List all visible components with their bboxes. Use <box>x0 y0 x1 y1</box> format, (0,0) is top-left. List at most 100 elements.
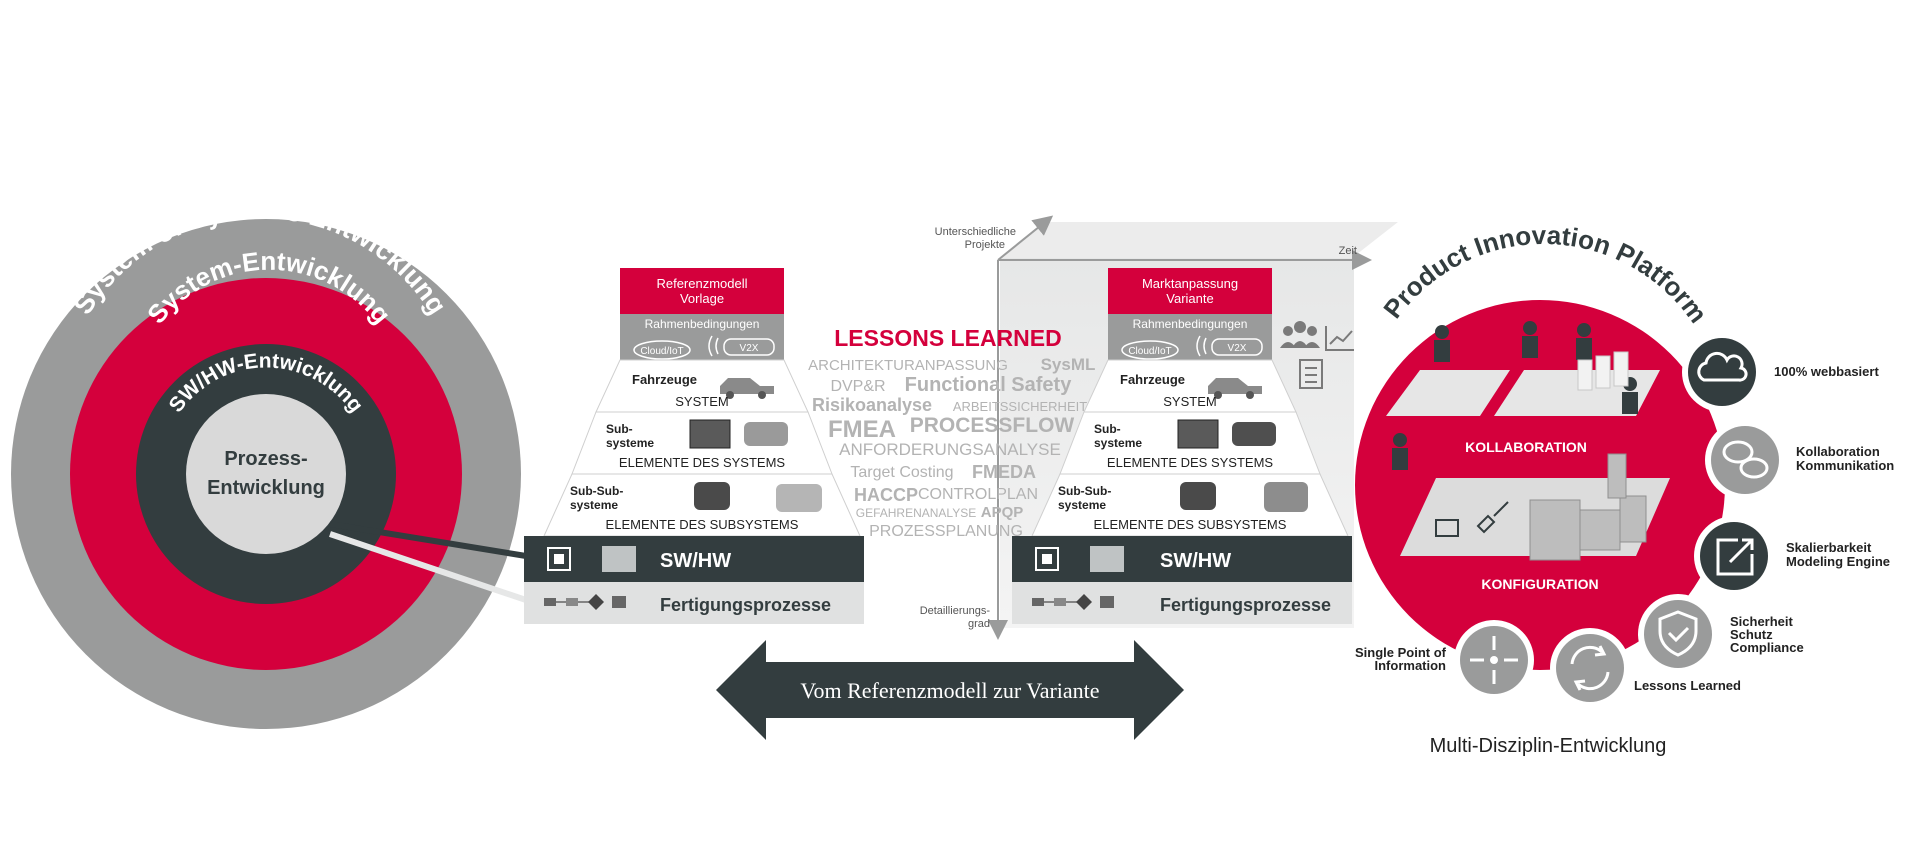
axis-time-label: Zeit <box>1339 245 1357 257</box>
connector-light <box>329 531 527 603</box>
ring-core-label-2: Entwicklung <box>207 477 325 499</box>
konfiguration-label: KONFIGURATION <box>1481 576 1598 592</box>
cloud-icon <box>1697 351 1748 382</box>
feature-lessons: Lessons Learned <box>1550 628 1741 708</box>
product-innovation-platform: Product Innovation Platform KOLLABORATIO… <box>1355 220 1894 757</box>
rahmen-label: Rahmenbedingungen <box>1133 317 1248 331</box>
modules-block-icon <box>1529 453 1647 561</box>
engine-thumb <box>1177 419 1219 449</box>
pyramid-header-line2: Vorlage <box>680 291 724 306</box>
word-functional-safety: Functional Safety <box>905 374 1073 396</box>
swhw-label: SW/HW <box>660 550 731 572</box>
system-label: SYSTEM <box>675 394 728 409</box>
word-target-costing: Target Costing <box>850 464 953 481</box>
cloud-label: Cloud/IoT <box>640 346 683 357</box>
ring-core <box>186 394 346 554</box>
word-architekturanpassung: ARCHITEKTURANPASSUNG <box>808 357 1008 374</box>
pyramid-header-line2: Variante <box>1166 291 1213 306</box>
line-chart-icon <box>1325 326 1354 351</box>
pyramid-header-line1: Referenzmodell <box>656 276 747 291</box>
v2x-label: V2X <box>1228 343 1247 354</box>
v2x-icon <box>708 335 775 357</box>
feature-webbased: 100% webbasiert <box>1682 332 1879 412</box>
swhw-band <box>524 536 864 582</box>
feature-webbased-label: 100% webbasiert <box>1774 364 1879 379</box>
checklist-icon <box>1299 359 1323 389</box>
word-fmeda: FMEDA <box>972 462 1036 482</box>
feature-collaboration: Kollaboration Kommunikation <box>1705 420 1894 500</box>
sub-label-2: systeme <box>1094 436 1142 450</box>
fertigung-label: Fertigungsprozesse <box>660 595 831 615</box>
part-thumb-2 <box>1264 482 1308 512</box>
axis-projects-label-2: Projekte <box>965 239 1005 251</box>
pyramid-header-line1: Marktanpassung <box>1142 276 1238 291</box>
fertigung-label: Fertigungsprozesse <box>1160 595 1331 615</box>
arrow-label: Vom Referenzmodell zur Variante <box>800 678 1099 703</box>
car-icon <box>720 378 774 399</box>
connector-dark <box>329 521 527 559</box>
rahmen-band <box>620 314 784 360</box>
pyramid-header <box>1108 268 1272 314</box>
word-haccp: HACCP <box>854 485 918 505</box>
feature-security-label-3: Compliance <box>1730 640 1804 655</box>
word-anforderungsanalyse: ANFORDERUNGSANALYSE <box>839 440 1061 459</box>
sub-label-1: Sub- <box>606 422 633 436</box>
word-risikoanalyse: Risikoanalyse <box>812 395 932 415</box>
process-flow-icon <box>544 594 626 610</box>
v2x-icon <box>1196 335 1263 357</box>
map-thumb <box>602 546 636 572</box>
converging-arrows-icon <box>1470 636 1518 684</box>
car-icon <box>1208 378 1262 399</box>
feature-spoi-label-2: Information <box>1375 658 1447 673</box>
elemente-system-label: ELEMENTE DES SYSTEMS <box>1107 455 1273 470</box>
map-thumb <box>1090 546 1124 572</box>
lessons-learned-cloud: LESSONS LEARNED ARCHITEKTURANPASSUNG Sys… <box>808 325 1095 540</box>
word-processflow: PROCESSFLOW <box>910 414 1075 437</box>
pyramid-reference: Referenzmodell Vorlage Rahmenbedingungen… <box>524 268 864 624</box>
feature-security: Sicherheit Schutz Compliance <box>1638 594 1804 674</box>
feature-scalability-label-2: Modeling Engine <box>1786 554 1890 569</box>
cloud-icon <box>633 340 691 360</box>
feature-security-label-2: Schutz <box>1730 627 1773 642</box>
subsub-label-1: Sub-Sub- <box>1058 484 1111 498</box>
chip-icon <box>1035 547 1059 571</box>
word-prozessplanung: PROZESSPLANUNG <box>869 523 1023 540</box>
feature-scalability: Skalierbarkeit Modeling Engine <box>1694 516 1890 596</box>
shield-check-icon <box>1658 610 1698 657</box>
engine-thumb <box>689 419 731 449</box>
feature-collab-label-1: Kollaboration <box>1796 444 1880 459</box>
subsub-label-1: Sub-Sub- <box>570 484 623 498</box>
fertigung-band <box>1012 582 1352 624</box>
people-icon <box>1280 321 1320 348</box>
word-arbeitssicherheit: ARBEITSSICHERHEIT <box>953 399 1087 414</box>
chip-icon <box>547 547 571 571</box>
word-gefahrenanalyse: GEFAHRENANALYSE <box>856 506 976 520</box>
feature-spoi: Single Point of Information <box>1355 620 1534 700</box>
feature-collab-label-2: Kommunikation <box>1796 458 1894 473</box>
elemente-subsystem-label: ELEMENTE DES SUBSYSTEMS <box>1094 517 1287 532</box>
part-thumb-1 <box>1180 482 1216 510</box>
fahrzeuge-label: Fahrzeuge <box>632 372 697 387</box>
kollaboration-label: KOLLABORATION <box>1465 439 1587 455</box>
part-thumb-1 <box>694 482 730 510</box>
double-arrow-shape <box>716 640 1184 740</box>
cycle-arrows-icon <box>1570 645 1610 691</box>
word-apqp: APQP <box>981 504 1024 521</box>
reference-to-variant-arrow: Vom Referenzmodell zur Variante <box>716 640 1184 740</box>
fahrzeuge-label: Fahrzeuge <box>1120 372 1185 387</box>
axis-projects-label-1: Unterschiedliche <box>935 226 1016 238</box>
lessons-title: LESSONS LEARNED <box>834 325 1061 351</box>
subsub-label-2: systeme <box>570 498 618 512</box>
chassis-thumb <box>1232 422 1276 446</box>
word-fmea: FMEA <box>828 416 896 443</box>
fertigung-band <box>524 582 864 624</box>
rahmen-band <box>1108 314 1272 360</box>
feature-security-label-1: Sicherheit <box>1730 614 1794 629</box>
people-figures-icon <box>1392 321 1638 470</box>
process-flow-icon <box>1032 594 1114 610</box>
pyramid-variant: Marktanpassung Variante Rahmenbedingunge… <box>1012 268 1354 624</box>
feature-spoi-label-1: Single Point of <box>1355 645 1447 660</box>
swhw-label: SW/HW <box>1160 550 1231 572</box>
